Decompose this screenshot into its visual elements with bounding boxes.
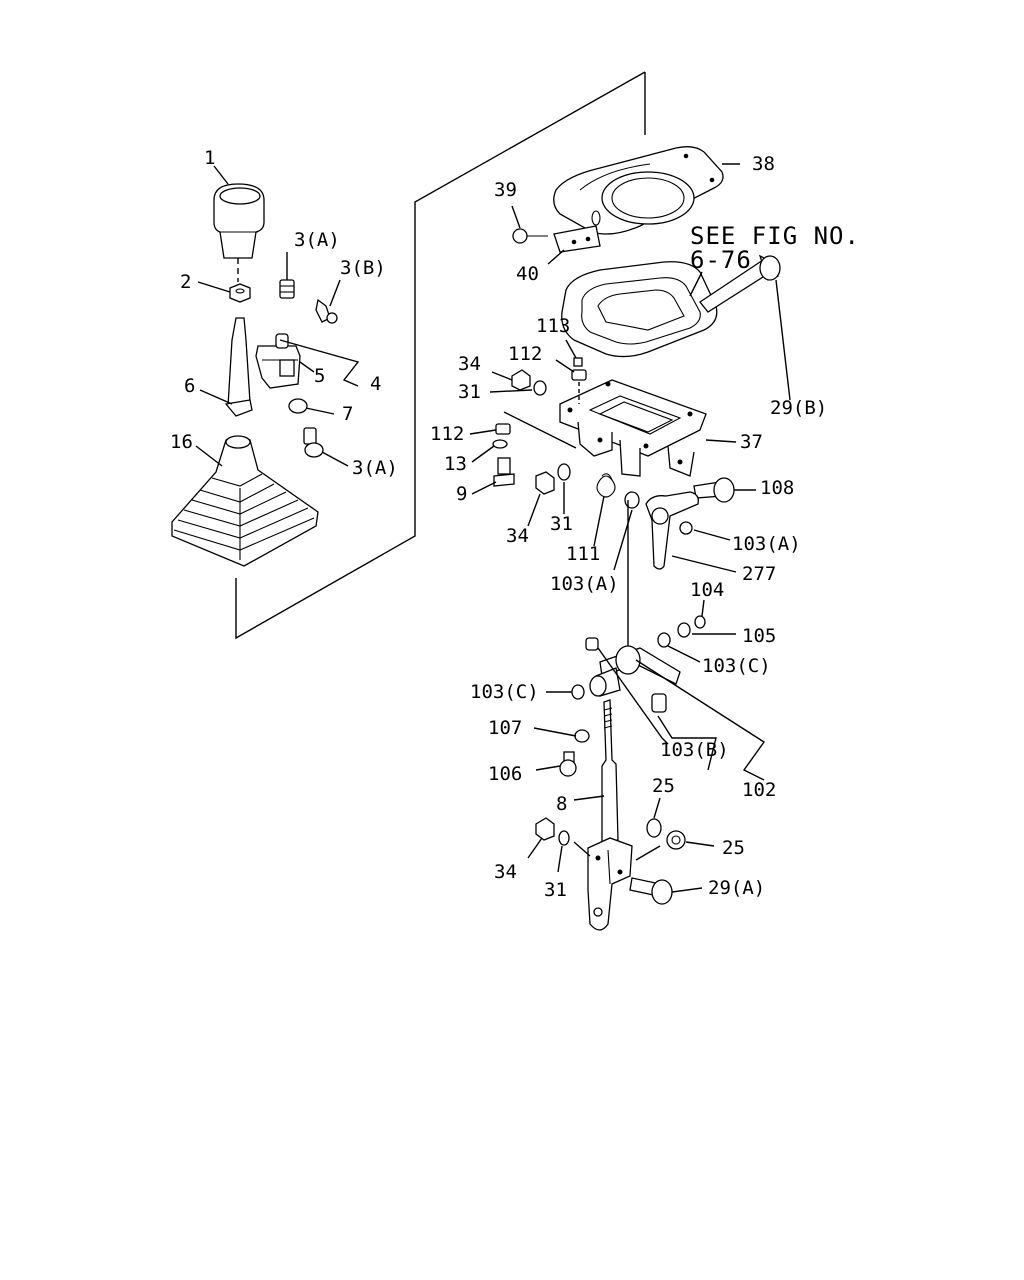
label-25-top: 25: [652, 775, 675, 797]
label-5: 5: [314, 365, 325, 387]
part-103c-bushing-right: [657, 632, 671, 648]
label-113: 113: [536, 315, 570, 337]
part-104-washer: [694, 615, 706, 629]
seal-see-fig: [561, 261, 718, 358]
label-111: 111: [566, 543, 600, 565]
label-107: 107: [488, 717, 522, 739]
label-34-bottom: 34: [494, 861, 517, 883]
label-34-mid: 34: [506, 525, 529, 547]
part-31-washer-top: [533, 380, 547, 396]
subassembly-frame: [235, 71, 646, 640]
part-112-nut-top: [571, 369, 587, 404]
part-3a-fitting-top: [279, 279, 295, 299]
label-108: 108: [760, 477, 794, 499]
label-103a-right: 103(A): [732, 533, 801, 555]
part-29b-long-bolt: [699, 254, 791, 401]
label-4: 4: [370, 373, 381, 395]
part-31-washer-bottom: [558, 830, 570, 846]
label-3a-top: 3(A): [294, 229, 340, 251]
part-34-nut-mid: [535, 471, 555, 495]
part-8-shift-shaft: [587, 699, 633, 931]
part-277-lever-arm: [645, 491, 699, 570]
label-34-top: 34: [458, 353, 481, 375]
label-106: 106: [488, 763, 522, 785]
part-108-bolt: [693, 477, 735, 503]
part-31-washer-mid: [557, 463, 571, 481]
part-4-5-bracket: [255, 333, 301, 389]
see-fig-label: SEE FIG NO.: [690, 222, 860, 250]
part-1-shift-knob: [213, 183, 265, 282]
part-107-washer: [574, 729, 590, 743]
label-104: 104: [690, 579, 724, 601]
label-112-top: 112: [508, 343, 542, 365]
label-3a-bottom: 3(A): [352, 457, 398, 479]
part-103c-bushing-left: [571, 684, 585, 700]
label-31-mid: 31: [550, 513, 573, 535]
label-103c-right: 103(C): [702, 655, 771, 677]
label-103c-left: 103(C): [470, 681, 539, 703]
label-105: 105: [742, 625, 776, 647]
label-13: 13: [444, 453, 467, 475]
part-13-washer: [492, 439, 508, 449]
part-106-grease-fitting: [559, 751, 577, 777]
leaders-middle: [469, 339, 756, 573]
part-111-spring: [596, 473, 616, 498]
leaders-lower: [527, 599, 765, 893]
label-102: 102: [742, 779, 776, 801]
label-277: 277: [742, 563, 776, 585]
part-38-cover-plate: [553, 146, 724, 235]
part-105-washer: [677, 622, 691, 638]
part-34-nut-top: [511, 369, 531, 391]
part-103a-bushing-left: [624, 491, 640, 509]
part-25-washer-top: [646, 818, 662, 838]
label-103a-left: 103(A): [550, 573, 619, 595]
part-113-grease-nipple: [573, 357, 583, 367]
leaders-left: [195, 165, 360, 467]
label-25-right: 25: [722, 837, 745, 859]
label-38: 38: [752, 153, 775, 175]
label-2: 2: [180, 271, 191, 293]
label-29a: 29(A): [708, 877, 765, 899]
part-3b-elbow-fitting: [315, 298, 338, 324]
see-fig-number: 6-76: [690, 246, 752, 274]
label-112-left: 112: [430, 423, 464, 445]
part-39-bolt: [512, 228, 548, 244]
leaders-upper-right: [511, 163, 740, 297]
label-37: 37: [740, 431, 763, 453]
label-29b: 29(B): [770, 397, 827, 419]
part-25-washer-right: [666, 830, 686, 850]
label-31-bottom: 31: [544, 879, 567, 901]
label-39: 39: [494, 179, 517, 201]
part-37-base-bracket: [559, 379, 707, 477]
label-6: 6: [184, 375, 195, 397]
part-29a-bolt: [629, 877, 673, 905]
label-40: 40: [516, 263, 539, 285]
label-3b: 3(B): [340, 257, 386, 279]
part-7-washer: [288, 398, 308, 414]
part-9-stud: [493, 457, 515, 487]
part-2-nut: [229, 283, 251, 303]
label-103b: 103(B): [660, 739, 729, 761]
part-102-cross-shaft: [585, 637, 681, 713]
part-6-lever: [224, 317, 253, 417]
label-7: 7: [342, 403, 353, 425]
part-34-nut-bottom: [535, 817, 555, 841]
part-3a-fitting-bottom: [303, 427, 324, 458]
part-16-boot: [171, 435, 319, 567]
label-8: 8: [556, 793, 567, 815]
part-40-bracket: [553, 225, 601, 253]
label-9: 9: [456, 483, 467, 505]
label-31-top: 31: [458, 381, 481, 403]
callout-labels: 1 2 3(A) 3(B) 4 5 6 7 3(A) 16 38 39 40 S…: [170, 147, 860, 901]
part-112-nut-left: [495, 423, 511, 435]
label-16: 16: [170, 431, 193, 453]
label-1: 1: [204, 147, 215, 169]
